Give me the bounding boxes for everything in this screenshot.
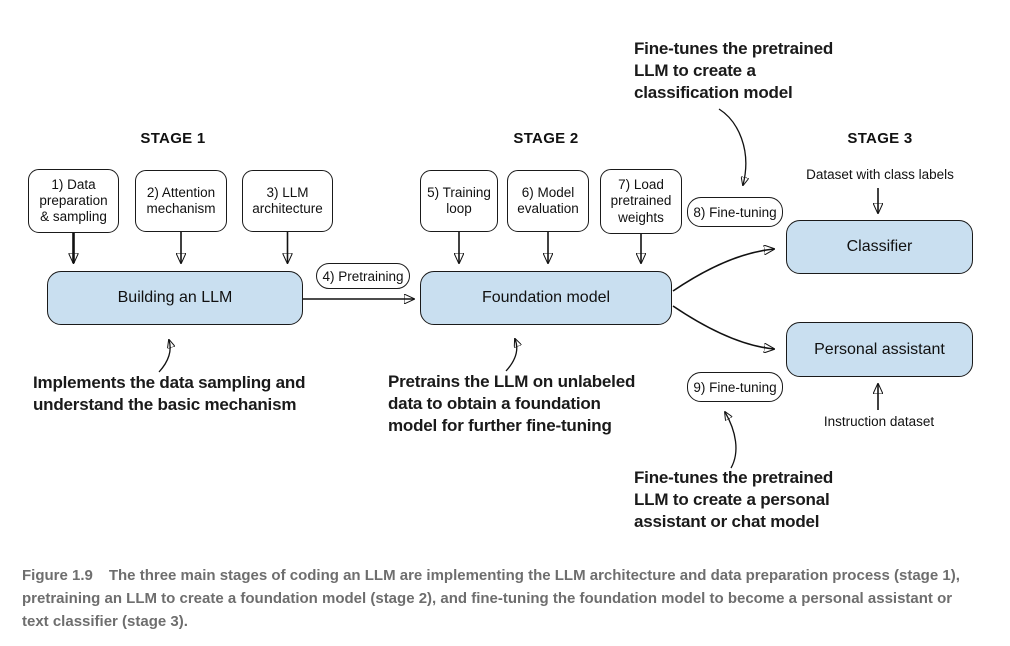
classifier-box: Classifier [786,220,973,274]
arrow-annotation-to-step9 [725,412,737,469]
annotation-stage2-pretrains: Pretrains the LLM on unlabeled data to o… [388,372,636,435]
stage-1-label: STAGE 1 [140,130,206,147]
step-box-7-load-pretrained-weights: 7) Load pretrained weights [600,169,682,234]
step-box-5-training-loop: 5) Training loop [420,170,498,232]
arrow-annotation-to-foundation [505,339,517,372]
step-pill-9-fine-tuning: 9) Fine-tuning [687,372,783,402]
arrow-foundation-to-assistant [672,305,774,349]
step-box-3-llm-architecture: 3) LLM architecture [242,170,333,232]
step-box-1-data-preparation: 1) Data preparation & sampling [28,169,119,233]
arrow-annotation-to-building [158,340,170,373]
instruction-dataset-label: Instruction dataset [823,414,935,429]
stage-2-label: STAGE 2 [513,130,579,147]
stage-3-label: STAGE 3 [847,130,913,147]
figure-caption-label: Figure 1.9 [22,567,93,584]
step-box-2-attention-mechanism: 2) Attention mechanism [135,170,227,232]
arrow-annotation-to-step8 [718,108,746,185]
annotation-chat-model: Fine-tunes the pretrained LLM to create … [634,468,834,531]
personal-assistant-box: Personal assistant [786,322,973,377]
figure-caption-text: The three main stages of coding an LLM a… [22,567,960,630]
building-an-llm-box: Building an LLM [47,271,303,325]
foundation-model-box: Foundation model [420,271,672,325]
dataset-class-labels-label: Dataset with class labels [806,167,954,182]
step-pill-8-fine-tuning: 8) Fine-tuning [687,197,783,227]
arrow-foundation-to-classifier [672,249,774,292]
step-box-6-model-evaluation: 6) Model evaluation [507,170,589,232]
annotation-classification-model: Fine-tunes the pretrained LLM to create … [634,39,834,102]
annotation-stage1-implements: Implements the data sampling and underst… [33,373,306,414]
step-pill-4-pretraining: 4) Pretraining [316,263,410,289]
